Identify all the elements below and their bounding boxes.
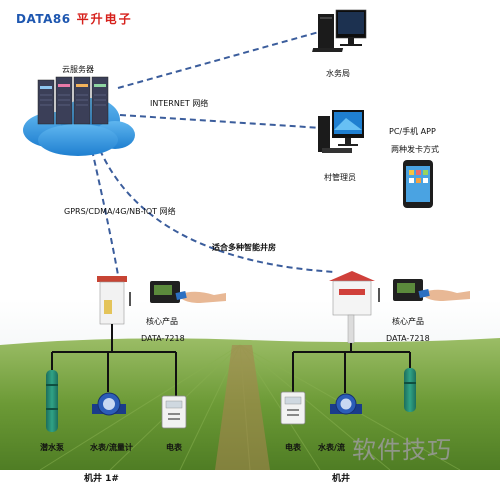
model-2-label: DATA-7218 bbox=[386, 334, 430, 343]
watermark-text: 软件技巧 bbox=[352, 436, 452, 464]
well-2-title: 机井 bbox=[332, 474, 351, 484]
link-water-bureau bbox=[117, 29, 327, 89]
electric-meter-1-icon bbox=[161, 395, 187, 429]
well-house-2-icon bbox=[329, 271, 380, 344]
model-1-label: DATA-7218 bbox=[141, 334, 185, 343]
wiring-well-2 bbox=[292, 343, 411, 393]
water-meter-1-label: 水表/流量计 bbox=[90, 443, 133, 452]
bottom-margin bbox=[0, 470, 500, 485]
wiring-well-1 bbox=[51, 324, 177, 396]
card-reader-device-1-icon bbox=[150, 281, 226, 303]
pc-app-label: PC/手机 APP bbox=[389, 127, 436, 136]
gprs-link-label: GPRS/CDMA/4G/NB-IOT 网络 bbox=[64, 207, 176, 216]
electric-meter-2-icon bbox=[280, 391, 306, 425]
internet-link-label: INTERNET 网络 bbox=[150, 99, 209, 108]
brand-name-cn: 平升电子 bbox=[76, 12, 133, 26]
link-well-2 bbox=[99, 149, 336, 273]
cloud-server-icon bbox=[23, 76, 135, 156]
well-1-title: 机井 1# bbox=[84, 474, 119, 484]
dirt-path bbox=[215, 345, 270, 470]
pump-1-label: 潜水泵 bbox=[40, 443, 64, 452]
submersible-pump-2-icon bbox=[404, 368, 416, 412]
cloud-server-label: 云服务器 bbox=[62, 65, 94, 74]
brand-logo: DATA86 平升电子 bbox=[16, 10, 133, 27]
well-house-link-label: 适合多种智能井房 bbox=[212, 243, 276, 252]
water-meter-2-label: 水表/流 bbox=[318, 443, 345, 452]
well-house-1-icon bbox=[97, 276, 131, 325]
water-meter-1-icon bbox=[92, 392, 126, 416]
submersible-pump-1-icon bbox=[46, 370, 58, 432]
mobile-phone-icon bbox=[403, 160, 433, 208]
village-admin-label: 村管理员 bbox=[324, 173, 356, 182]
desktop-computer-icon bbox=[312, 9, 367, 52]
card-reader-device-2-icon bbox=[393, 279, 470, 301]
core-product-2-label: 核心产品 bbox=[392, 317, 424, 326]
link-well-1 bbox=[91, 149, 119, 276]
water-meter-2-icon bbox=[330, 393, 362, 415]
network-links bbox=[91, 29, 336, 276]
brand-name-en: DATA86 bbox=[16, 12, 71, 26]
core-product-1-label: 核心产品 bbox=[146, 317, 178, 326]
card-methods-label: 两种发卡方式 bbox=[391, 145, 439, 154]
water-bureau-label: 水务局 bbox=[326, 69, 350, 78]
electric-meter-1-label: 电表 bbox=[166, 443, 182, 452]
pc-monitor-icon bbox=[318, 110, 364, 153]
link-village-admin bbox=[119, 114, 323, 129]
electric-meter-2-label: 电表 bbox=[285, 443, 301, 452]
